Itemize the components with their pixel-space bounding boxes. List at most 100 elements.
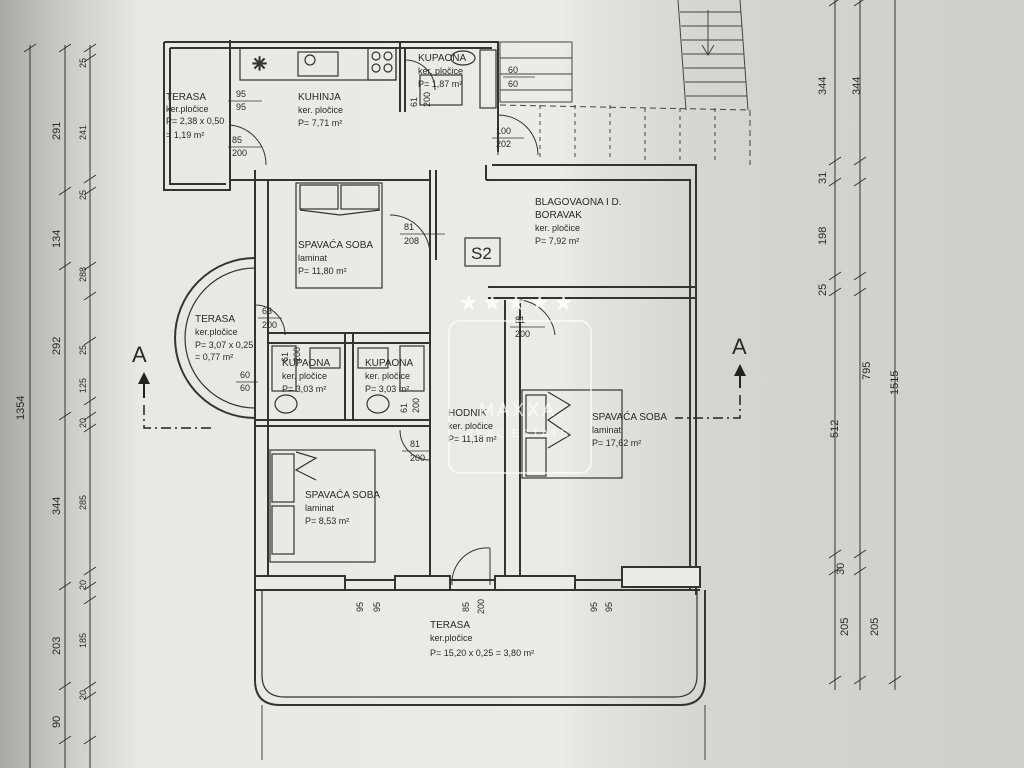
room-label-kuhinja: KUHINJA ker. pločice P= 7,71 m² [298,92,343,128]
opening-width: 81 [410,439,420,449]
room-name: HODNIK [448,408,487,419]
room-floor: ker. pločice [535,223,580,233]
room-area: P= 3,03 m² [365,384,409,394]
room-name-2: BORAVAK [535,210,582,221]
svg-text:✳: ✳ [252,54,267,74]
opening-height: 200 [262,320,277,330]
room-floor: laminat [298,253,328,263]
opening-height: 60 [240,383,250,393]
dim-small: 20 [78,690,88,700]
section-marker-right: A [675,334,747,419]
room-floor: laminat [305,503,335,513]
right-dimension-text: 1515 344 795 205 344 31 198 25 512 30 20… [817,77,901,636]
dim: 134 [51,230,63,248]
room-name: TERASA [195,314,235,325]
room-name: KUPAONA [282,358,330,369]
opening-width: 95 [355,602,365,612]
room-area: P= 17,62 m² [592,438,641,448]
opening-height: 200 [476,599,486,614]
dim: 90 [51,716,63,728]
walls [163,40,701,595]
room-label-kupaona-mid: KUPAONA ker. pločice P= 3,03 m² [365,358,413,394]
opening-labels: 95 95 85 200 60 60 61 200 100 202 81 208… [228,65,614,614]
opening-height: 200 [422,92,432,107]
round-terrace [174,257,256,419]
beds [269,182,623,563]
opening-height: 60 [508,79,518,89]
right-dimension-lines [828,0,902,690]
dim-small: 285 [78,495,88,510]
dim-small: 25 [78,345,88,355]
dim-small: 25 [78,58,88,68]
room-name: SPAVAĆA SOBA [592,410,667,423]
room-area: P= 15,20 x 0,25 = 3,80 m² [430,648,534,658]
room-label-spavaca-1: SPAVAĆA SOBA laminat P= 11,80 m² [298,238,373,276]
dim-small: 185 [78,633,88,648]
bathroom-fixtures [271,49,497,414]
room-name: TERASA [166,92,206,103]
opening-height: 200 [292,347,302,362]
opening-width: 100 [496,126,511,136]
room-area: P= 2,38 x 0,50 [166,116,224,126]
room-name: SPAVAĆA SOBA [305,488,380,501]
dim: 203 [51,637,63,655]
opening-width: 95 [236,89,246,99]
opening-width: 63 [262,306,272,316]
opening-height: 95 [236,102,246,112]
opening-width: 85 [232,135,242,145]
opening-height: 200 [410,453,425,463]
opening-height: 200 [232,148,247,158]
opening-height: 200 [515,329,530,339]
dim: 30 [835,563,847,575]
dim-total: 1354 [15,396,27,420]
kitchen-counter: ✳ [239,47,397,81]
room-area-total: = 1,19 m² [166,130,204,140]
opening-width: 85 [461,602,471,612]
dim: 205 [869,618,881,636]
room-floor: ker. pločice [298,105,343,115]
dim-small: 125 [78,378,88,393]
dim: 198 [817,227,829,245]
room-area: P= 8,53 m² [305,516,349,526]
unit-label: S2 [464,237,501,267]
section-marker-left: A [132,342,215,429]
room-name: KUHINJA [298,92,341,103]
room-area: P= 7,92 m² [535,236,579,246]
opening-width: 60 [508,65,518,75]
opening-width: 81 [515,315,525,325]
dim: 512 [829,420,841,438]
room-name: TERASA [430,620,470,631]
dim-small: 288 [78,267,88,282]
section-letter: A [732,334,747,359]
room-label-blagovaona: BLAGOVAONA I D. BORAVAK ker. pločice P= … [535,197,622,246]
room-floor: ker.pločice [430,633,473,643]
room-name: KUPAONA [365,358,413,369]
room-area: P= 3,07 x 0,25 [195,340,253,350]
room-area-total: = 0,77 m² [195,352,233,362]
opening-height: 200 [411,398,421,413]
dim: 795 [861,362,873,380]
opening-width: 95 [589,602,599,612]
dim-small: 20 [78,580,88,590]
room-label-spavaca-2: SPAVAĆA SOBA laminat P= 17,62 m² [592,410,667,448]
room-label-terasa-kitchen: TERASA ker.pločice P= 2,38 x 0,50 = 1,19… [166,92,224,140]
dim-small: 20 [78,418,88,428]
dim-small: 241 [78,125,88,140]
dim-total: 1515 [889,371,901,395]
room-label-kupaona-top: KUPAONA ker. pločice P= 1,87 m² [418,53,466,89]
left-dimension-text: 1354 291 134 292 344 203 90 25 241 25 28… [15,58,88,728]
staircase [499,0,751,165]
room-label-terasa-bottom: TERASA ker.pločice P= 15,20 x 0,25 = 3,8… [430,620,534,658]
room-name: BLAGOVAONA I D. [535,197,622,208]
dim: 31 [817,172,829,184]
unit-label-text: S2 [471,244,492,263]
dim: 344 [51,497,63,515]
room-label-terasa-round: TERASA ker.pločice P= 3,07 x 0,25 = 0,77… [195,314,253,362]
opening-width: 61 [409,97,419,107]
room-floor: laminat [592,425,622,435]
room-area: P= 7,71 m² [298,118,342,128]
opening-width: 81 [404,222,414,232]
opening-height: 202 [496,139,511,149]
dim: 205 [839,618,851,636]
room-label-kupaona-left: KUPAONA ker. pločice P= 3,03 m² [282,358,330,394]
